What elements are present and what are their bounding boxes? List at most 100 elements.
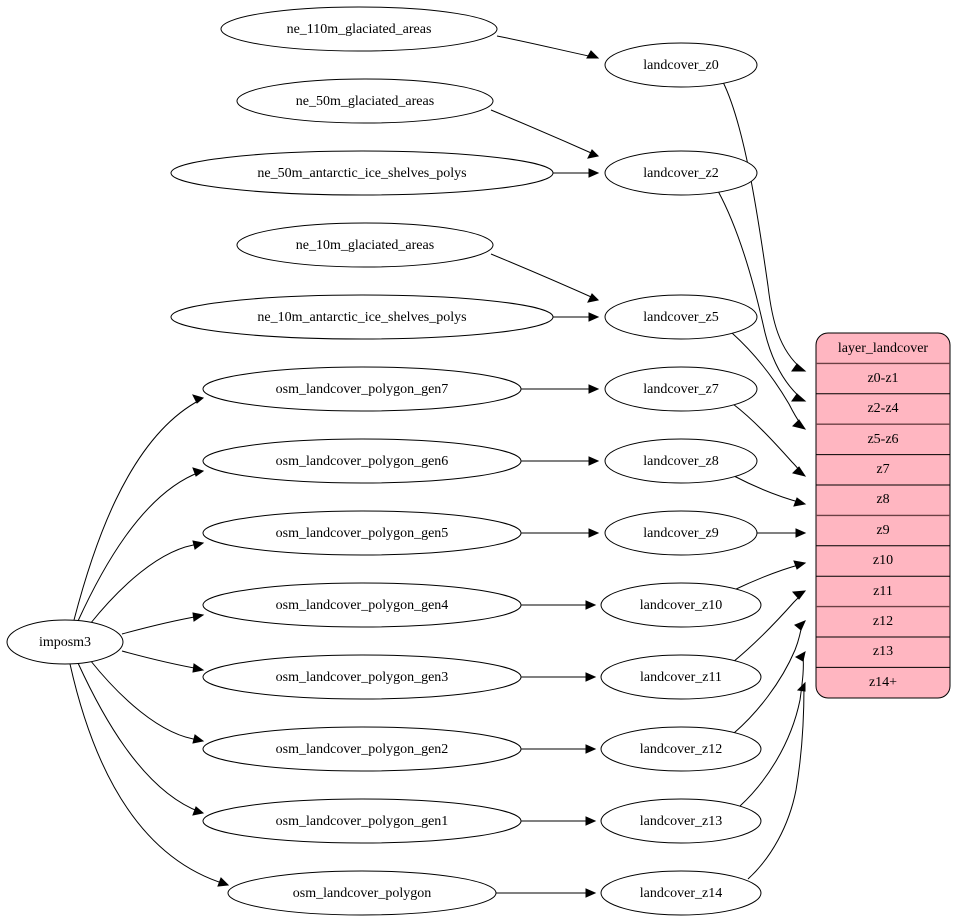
node-label: osm_landcover_polygon_gen2 bbox=[276, 742, 449, 757]
edge-z11-to-row-z11 bbox=[732, 590, 807, 663]
node-osm-landcover-polygon-gen3[interactable]: osm_landcover_polygon_gen3 bbox=[202, 654, 522, 700]
node-ne-10m-glaciated-areas[interactable]: ne_10m_glaciated_areas bbox=[236, 222, 494, 268]
node-shape[interactable] bbox=[604, 150, 758, 196]
node-landcover-z13[interactable]: landcover_z13 bbox=[600, 798, 762, 844]
node-label: landcover_z11 bbox=[640, 670, 722, 685]
node-shape[interactable] bbox=[600, 654, 762, 700]
node-landcover-z8[interactable]: landcover_z8 bbox=[604, 438, 758, 484]
node-shape[interactable] bbox=[202, 438, 522, 484]
node-label: ne_50m_antarctic_ice_shelves_polys bbox=[257, 166, 466, 181]
record-row-z8[interactable]: z8 bbox=[876, 492, 889, 507]
node-shape[interactable] bbox=[604, 366, 758, 412]
node-landcover-z7[interactable]: landcover_z7 bbox=[604, 366, 758, 412]
edge-gen6-to-z8 bbox=[521, 456, 600, 466]
node-osm-landcover-polygon-gen5[interactable]: osm_landcover_polygon_gen5 bbox=[202, 510, 522, 556]
node-shape[interactable] bbox=[236, 78, 494, 124]
node-osm-landcover-polygon-gen1[interactable]: osm_landcover_polygon_gen1 bbox=[202, 798, 522, 844]
edge-ne50m-glac-to-z2 bbox=[490, 109, 600, 159]
node-shape[interactable] bbox=[227, 870, 497, 916]
node-shape[interactable] bbox=[202, 366, 522, 412]
record-row-z5-z6[interactable]: z5-z6 bbox=[867, 432, 898, 447]
node-shape[interactable] bbox=[202, 510, 522, 556]
node-landcover-z5[interactable]: landcover_z5 bbox=[604, 294, 758, 340]
edge-imposm3-to-gen2 bbox=[89, 659, 205, 744]
node-shape[interactable] bbox=[604, 510, 758, 556]
node-shape[interactable] bbox=[604, 42, 758, 88]
node-label: landcover_z12 bbox=[640, 742, 722, 757]
node-osm-landcover-polygon-gen2[interactable]: osm_landcover_polygon_gen2 bbox=[202, 726, 522, 772]
record-row-z9[interactable]: z9 bbox=[876, 523, 889, 538]
edge-gen2-to-z12 bbox=[521, 744, 597, 754]
node-osm-landcover-polygon[interactable]: osm_landcover_polygon bbox=[227, 870, 497, 916]
record-row-z0-z1[interactable]: z0-z1 bbox=[867, 371, 898, 386]
node-ne-50m-antarctic-ice-shelves-polys[interactable]: ne_50m_antarctic_ice_shelves_polys bbox=[170, 150, 554, 196]
node-shape[interactable] bbox=[220, 6, 498, 52]
node-label: landcover_z14 bbox=[640, 886, 722, 901]
edge-gen7-to-z7 bbox=[521, 384, 600, 394]
node-shape[interactable] bbox=[170, 150, 554, 196]
edge-imposm3-to-gen7 bbox=[73, 394, 205, 621]
node-shape[interactable] bbox=[604, 294, 758, 340]
edge-ne50m-shelves-to-z2 bbox=[553, 168, 600, 178]
osm-node-group: osm_landcover_polygon_gen7 osm_landcover… bbox=[202, 366, 522, 916]
record-row-z2-z4[interactable]: z2-z4 bbox=[867, 401, 898, 416]
edge-z9-to-row-z9 bbox=[757, 528, 807, 538]
landcover-node-group: landcover_z0 landcover_z2 landcover_z5 l… bbox=[600, 42, 762, 916]
node-landcover-z14[interactable]: landcover_z14 bbox=[600, 870, 762, 916]
node-shape[interactable] bbox=[236, 222, 494, 268]
node-label: osm_landcover_polygon_gen4 bbox=[276, 598, 449, 613]
edge-z14-to-row-z14 bbox=[747, 681, 806, 880]
edge-imposm3-to-gen1 bbox=[77, 662, 205, 816]
edge-imposm3-to-polygon bbox=[69, 663, 230, 887]
node-shape[interactable] bbox=[600, 870, 762, 916]
node-landcover-z10[interactable]: landcover_z10 bbox=[600, 582, 762, 628]
node-shape[interactable] bbox=[600, 798, 762, 844]
node-shape[interactable] bbox=[600, 726, 762, 772]
node-landcover-z9[interactable]: landcover_z9 bbox=[604, 510, 758, 556]
node-label: landcover_z9 bbox=[643, 526, 718, 541]
edge-imposm3-to-gen3 bbox=[121, 650, 205, 673]
record-row-z11[interactable]: z11 bbox=[873, 584, 893, 599]
node-shape[interactable] bbox=[604, 438, 758, 484]
node-ne-110m-glaciated-areas[interactable]: ne_110m_glaciated_areas bbox=[220, 6, 498, 52]
edge-z10-to-row-z10 bbox=[733, 560, 807, 591]
record-node-layer-landcover[interactable]: layer_landcover z0-z1 z2-z4 z5-z6 z7 z8 … bbox=[815, 332, 951, 699]
edge-polygon-to-z14 bbox=[496, 888, 597, 898]
node-landcover-z12[interactable]: landcover_z12 bbox=[600, 726, 762, 772]
record-row-z12[interactable]: z12 bbox=[873, 614, 893, 629]
node-label: landcover_z13 bbox=[640, 814, 722, 829]
node-shape[interactable] bbox=[202, 726, 522, 772]
edge-z7-to-row-z7 bbox=[732, 403, 807, 477]
node-landcover-z0[interactable]: landcover_z0 bbox=[604, 42, 758, 88]
node-shape[interactable] bbox=[202, 798, 522, 844]
node-imposm3[interactable]: imposm3 bbox=[6, 619, 124, 665]
node-osm-landcover-polygon-gen6[interactable]: osm_landcover_polygon_gen6 bbox=[202, 438, 522, 484]
node-osm-landcover-polygon-gen4[interactable]: osm_landcover_polygon_gen4 bbox=[202, 582, 522, 628]
record-row-z14[interactable]: z14+ bbox=[869, 675, 897, 690]
node-ne-10m-antarctic-ice-shelves-polys[interactable]: ne_10m_antarctic_ice_shelves_polys bbox=[170, 294, 554, 340]
node-label: ne_10m_glaciated_areas bbox=[296, 238, 434, 253]
edge-imposm3-to-gen5 bbox=[89, 540, 205, 625]
node-osm-landcover-polygon-gen7[interactable]: osm_landcover_polygon_gen7 bbox=[202, 366, 522, 412]
record-row-z13[interactable]: z13 bbox=[873, 644, 893, 659]
node-shape[interactable] bbox=[202, 582, 522, 628]
edge-z5-to-row-z5z6 bbox=[731, 332, 807, 430]
node-label: osm_landcover_polygon_gen1 bbox=[276, 814, 449, 829]
node-label: landcover_z8 bbox=[643, 454, 718, 469]
node-label: imposm3 bbox=[39, 635, 91, 650]
node-landcover-z11[interactable]: landcover_z11 bbox=[600, 654, 762, 700]
edge-gen5-to-z9 bbox=[521, 528, 600, 538]
record-row-z7[interactable]: z7 bbox=[876, 462, 889, 477]
node-ne-50m-glaciated-areas[interactable]: ne_50m_glaciated_areas bbox=[236, 78, 494, 124]
node-shape[interactable] bbox=[600, 582, 762, 628]
node-label: osm_landcover_polygon_gen7 bbox=[276, 382, 449, 397]
node-landcover-z2[interactable]: landcover_z2 bbox=[604, 150, 758, 196]
edge-imposm3-to-gen4 bbox=[121, 612, 205, 635]
record-row-z10[interactable]: z10 bbox=[873, 553, 893, 568]
edge-z2-to-row-z2z4 bbox=[717, 190, 807, 402]
node-shape[interactable] bbox=[170, 294, 554, 340]
node-label: ne_10m_antarctic_ice_shelves_polys bbox=[257, 310, 466, 325]
node-shape[interactable] bbox=[6, 619, 124, 665]
node-shape[interactable] bbox=[202, 654, 522, 700]
